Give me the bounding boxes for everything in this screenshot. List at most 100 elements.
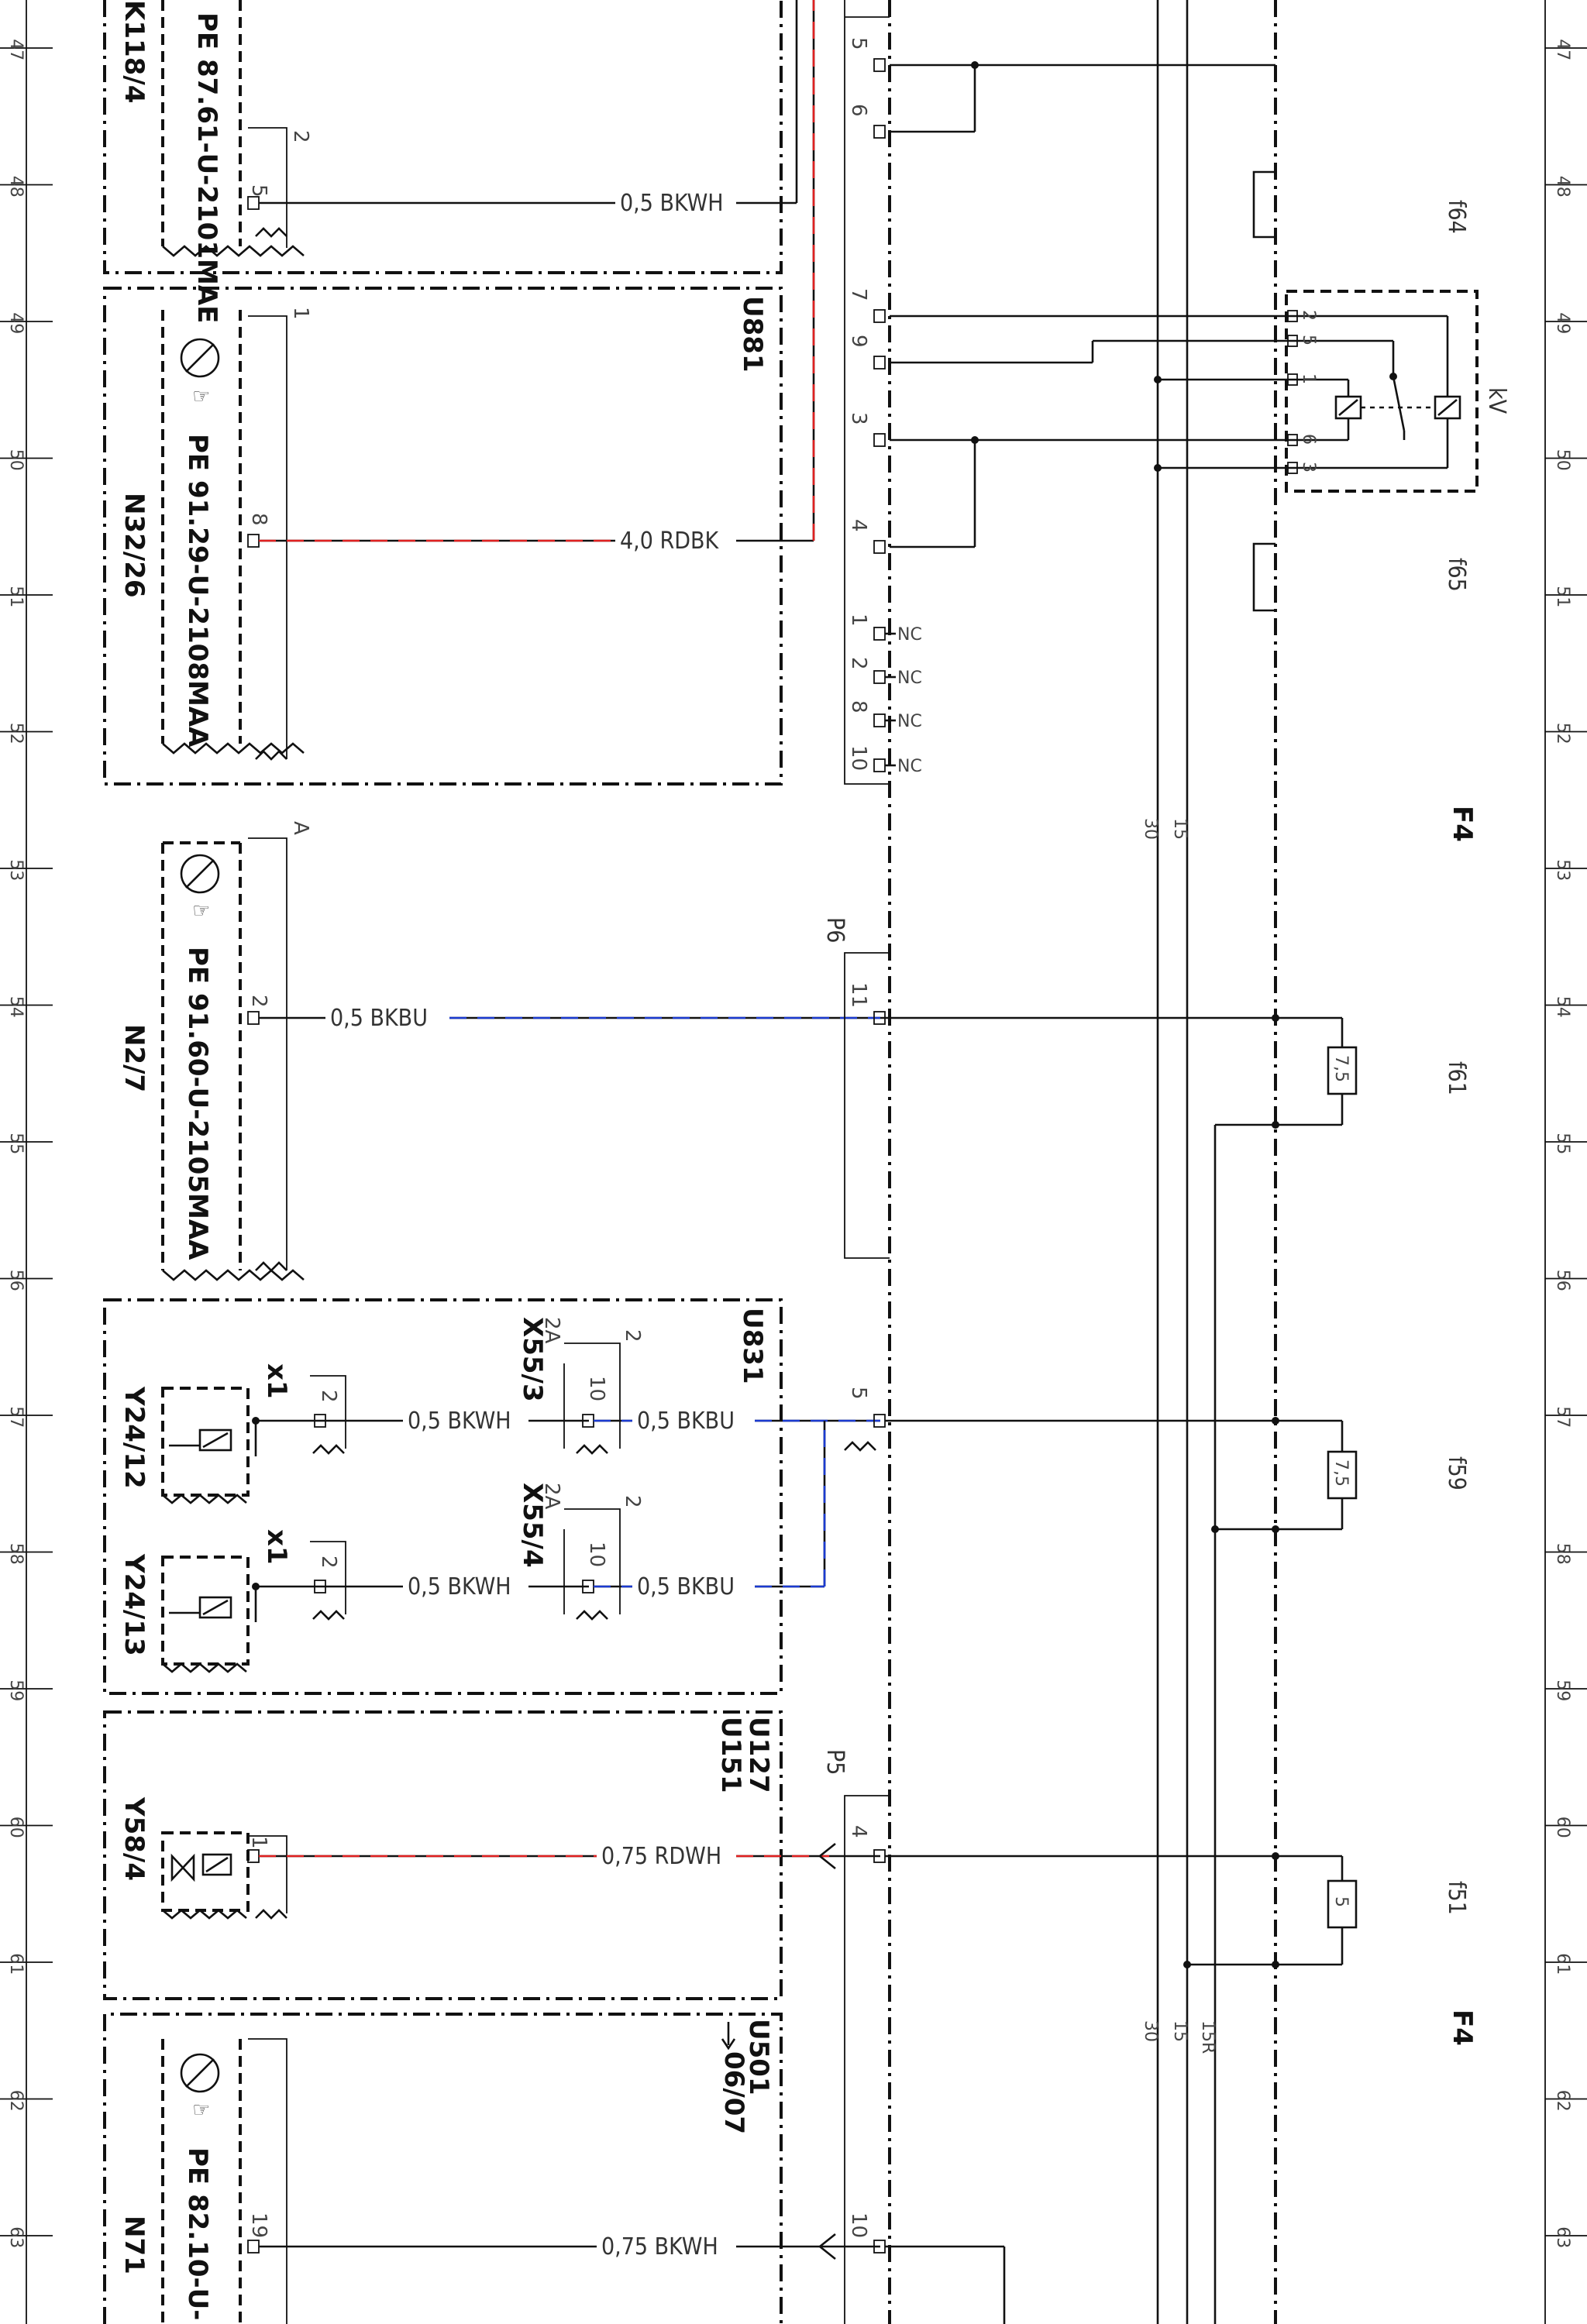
u831-label: U831 <box>737 1308 768 1384</box>
wire-bkwh-k118: 0,5 BKWH <box>259 0 798 217</box>
svg-text:f61: f61 <box>1443 1061 1470 1095</box>
ruler-number: 49 <box>6 312 26 334</box>
f4-label-b: F4 <box>1447 2009 1478 2046</box>
component-k118-4: PE 87.61-U-2101MAE K118/4 5 2 <box>103 0 783 323</box>
k118-part-label: PE 87.61-U-2101MAE <box>191 12 222 323</box>
ruler-number: 53 <box>6 859 26 881</box>
ruler-number: 63 <box>1553 2226 1572 2248</box>
wire-label-w4: 0,5 BKWH <box>408 1408 511 1435</box>
svg-text:19: 19 <box>247 2212 270 2238</box>
n32-part-label: PE 91.29-U-2108MAA <box>182 434 213 748</box>
pin-number: 5 <box>847 37 870 50</box>
wire-label-w1: 0,5 BKWH <box>620 190 724 217</box>
svg-text:2: 2 <box>247 995 270 1008</box>
hand-icon: ☞ <box>192 385 210 408</box>
pin-number: 4 <box>847 519 870 532</box>
ruler-number: 51 <box>6 586 26 607</box>
ruler-number: 50 <box>1553 449 1572 471</box>
svg-text:11: 11 <box>847 982 870 1008</box>
pin-socket <box>873 356 886 370</box>
y24-12-label: Y24/12 <box>119 1386 150 1489</box>
sensor-icon <box>180 2053 220 2093</box>
wire-rdbk-n32: 4,0 RDBK <box>259 0 815 555</box>
svg-text:1: 1 <box>247 1836 270 1849</box>
module-u501: U501 06/07 <box>103 2013 783 2324</box>
sensor-icon <box>180 338 220 378</box>
connector-p6: P6 11 <box>821 917 890 1259</box>
wire-label-w9: 0,75 BKWH <box>601 2233 718 2260</box>
u127-label: U127 <box>743 1717 774 1793</box>
nc-label: NC <box>897 757 922 776</box>
ruler-number: 52 <box>6 723 26 744</box>
ruler-number: 51 <box>1553 586 1572 607</box>
svg-text:7,5: 7,5 <box>1331 1459 1351 1487</box>
svg-text:f59: f59 <box>1443 1456 1470 1490</box>
svg-text:15: 15 <box>1170 818 1189 840</box>
pin-socket <box>873 433 886 447</box>
ruler-number: 58 <box>1553 1543 1572 1565</box>
relay-pin-number: 1 <box>1299 373 1318 384</box>
ruler-number: 57 <box>1553 1406 1572 1428</box>
wire-label-w3: 0,5 BKBU <box>330 1005 428 1032</box>
fuse-box-f4: F4 F4 <box>1274 0 1478 2324</box>
ruler-number: 59 <box>1553 1679 1572 1701</box>
fuse-f64: f64 <box>1252 170 1470 239</box>
p5-label: P5 <box>821 1749 849 1775</box>
connector-x55-3: X55/3 2A 2 10 0,5 BKBU <box>517 1317 880 1455</box>
svg-text:2: 2 <box>621 1329 644 1342</box>
ruler-number: 48 <box>6 176 26 198</box>
ruler-number: 58 <box>6 1543 26 1565</box>
relay-pin-socket <box>1287 310 1298 322</box>
u881-label: U881 <box>737 296 768 373</box>
svg-text:f64: f64 <box>1443 200 1470 234</box>
pin-socket <box>873 125 886 139</box>
wire-bkbu-n2: 0,5 BKBU <box>259 1005 1275 1032</box>
ruler-number: 54 <box>6 996 26 1018</box>
pin-socket <box>873 713 886 727</box>
p6-label: P6 <box>821 917 849 943</box>
ruler-number: 61 <box>6 1953 26 1975</box>
pin-number: 9 <box>847 335 870 348</box>
ruler-number: 52 <box>1553 723 1572 744</box>
pin-socket <box>873 309 886 323</box>
x1-label-b: x1 <box>261 1529 292 1565</box>
nc-label: NC <box>897 625 922 645</box>
module-u831: U831 <box>103 1298 783 1695</box>
svg-text:2: 2 <box>317 1390 340 1403</box>
component-y58-4: Y58/4 1 <box>119 1796 287 1920</box>
svg-text:10: 10 <box>847 2212 870 2238</box>
ruler-number: 60 <box>1553 1817 1572 1838</box>
ruler-number: 63 <box>6 2226 26 2248</box>
svg-text:2: 2 <box>289 130 312 143</box>
wire-label-w2: 4,0 RDBK <box>620 528 720 555</box>
svg-text:5: 5 <box>1331 1896 1351 1907</box>
sensor-icon <box>180 854 220 894</box>
ruler-number: 55 <box>1553 1133 1572 1154</box>
connector-p5: P5 4 <box>821 1749 890 2324</box>
svg-text:30: 30 <box>1141 2020 1160 2042</box>
n2-name-label: N2/7 <box>119 1024 150 1092</box>
relay-pin-socket <box>1287 373 1298 386</box>
pin-number: 7 <box>847 288 870 301</box>
pin-number: 2 <box>847 657 870 670</box>
wire-label-w5: 0,5 BKBU <box>637 1408 735 1435</box>
relay-pin-socket <box>1287 335 1298 347</box>
pin-socket <box>873 540 886 554</box>
n32-name-label: N32/26 <box>119 493 150 598</box>
svg-text:10: 10 <box>585 1376 608 1401</box>
bridge-5-6 <box>890 61 1275 133</box>
hand-icon: ☞ <box>192 2099 210 2122</box>
u501-label: U501 <box>743 2019 774 2095</box>
svg-text:2: 2 <box>317 1556 340 1569</box>
svg-text:8: 8 <box>247 513 270 526</box>
module-u127-u151: U127 U151 <box>103 1710 783 2000</box>
svg-text:f65: f65 <box>1443 558 1470 592</box>
relay-pin-socket <box>1287 462 1298 474</box>
pin-number: 3 <box>847 412 870 425</box>
x1-label-a: x1 <box>261 1363 292 1399</box>
relay-pin-number: 2 <box>1299 310 1318 321</box>
svg-text:15: 15 <box>1170 2020 1189 2042</box>
ruler-number: 47 <box>1553 39 1572 60</box>
